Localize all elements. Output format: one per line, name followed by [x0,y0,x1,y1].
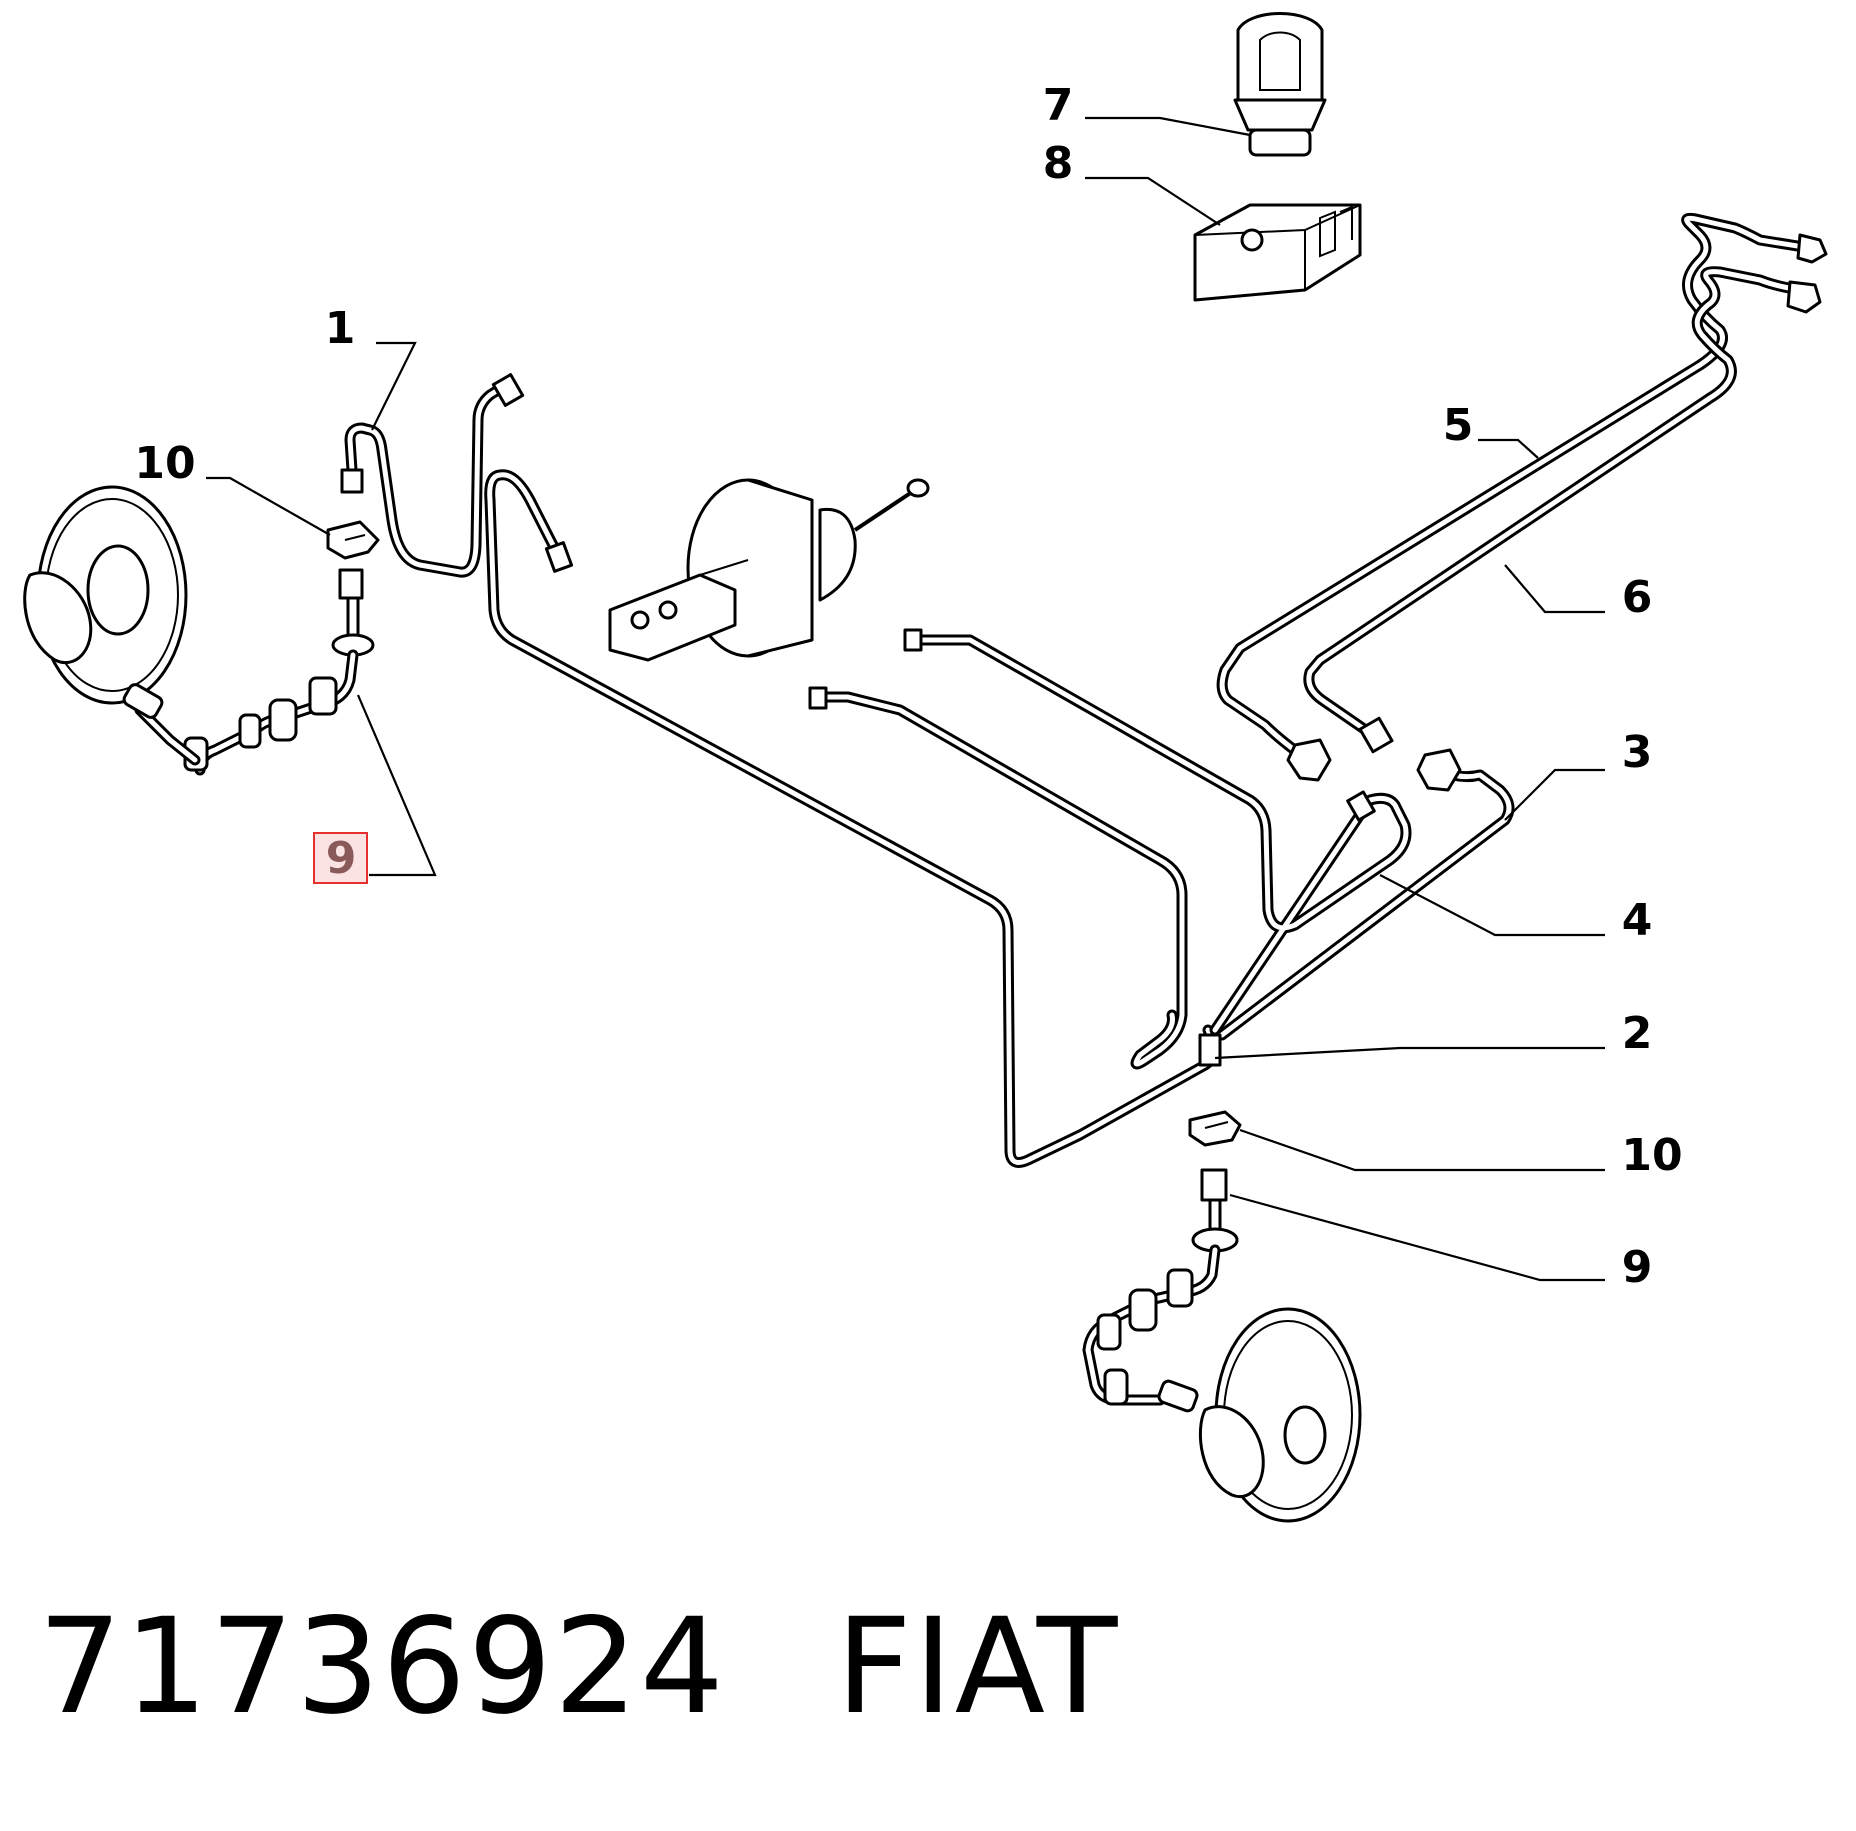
part-8-bracket [1193,203,1362,302]
callout-10-left: 10 [134,438,195,489]
leader-lines [206,116,1605,1282]
highlight-box [313,832,368,884]
part-9-hose-left [122,568,375,776]
right-brake-disc [1198,1307,1362,1523]
pipe-fittings [340,233,1828,1067]
callout-9-left: 9 [326,833,357,884]
master-cylinder [608,559,749,662]
brake-pipes [344,212,1816,1168]
callout-2: 2 [1622,1008,1653,1059]
part-10-clip-right [1188,1110,1242,1147]
left-brake-disc [23,485,188,705]
caption: 71736924 FIAT [38,1590,1119,1744]
part-9-hose-right [1082,1168,1239,1413]
part-10-clip-left [326,520,380,560]
callout-5: 5 [1443,400,1474,451]
callout-10-right: 10 [1621,1130,1682,1181]
part-number: 71736924 [38,1590,726,1744]
callout-4: 4 [1622,895,1653,946]
callout-3: 3 [1622,727,1653,778]
callout-6: 6 [1622,572,1653,623]
part-7-clip [1233,12,1327,157]
callout-7: 7 [1043,80,1074,131]
callout-1: 1 [325,303,356,354]
callout-8: 8 [1043,138,1074,189]
brand-name: FIAT [835,1590,1120,1744]
callout-9-right: 9 [1622,1242,1653,1293]
